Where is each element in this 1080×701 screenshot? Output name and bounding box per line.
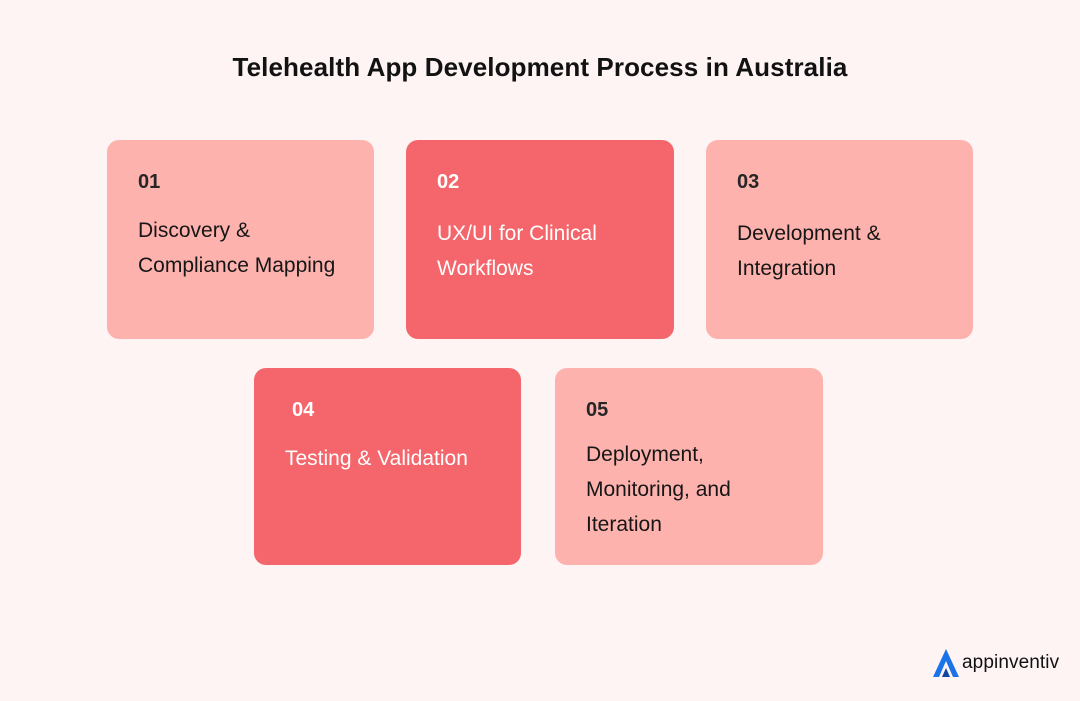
step-label: Testing & Validation xyxy=(285,447,468,470)
brand-logo: appinventiv xyxy=(932,648,1059,678)
step-number: 01 xyxy=(138,171,161,193)
step-card-testing: 04 Testing & Validation xyxy=(254,368,521,565)
step-label: Development & Integration xyxy=(737,222,881,280)
step-label: UX/UI for Clinical Workflows xyxy=(437,222,597,280)
step-card-discovery: 01 Discovery & Compliance Mapping xyxy=(107,140,374,339)
page-title: Telehealth App Development Process in Au… xyxy=(232,52,848,82)
step-label: Deployment, Monitoring, and Iteration xyxy=(586,443,731,536)
step-number: 03 xyxy=(737,171,760,193)
step-card-ux-ui: 02 UX/UI for Clinical Workflows xyxy=(406,140,674,339)
step-card-deployment: 05 Deployment, Monitoring, and Iteration xyxy=(555,368,823,565)
appinventiv-logo-icon xyxy=(933,649,959,677)
step-number: 05 xyxy=(586,399,609,421)
step-number: 04 xyxy=(292,399,315,421)
step-number: 02 xyxy=(437,171,460,193)
step-label: Discovery & Compliance Mapping xyxy=(138,219,336,277)
brand-name: appinventiv xyxy=(962,652,1060,673)
step-card-development: 03 Development & Integration xyxy=(706,140,973,339)
